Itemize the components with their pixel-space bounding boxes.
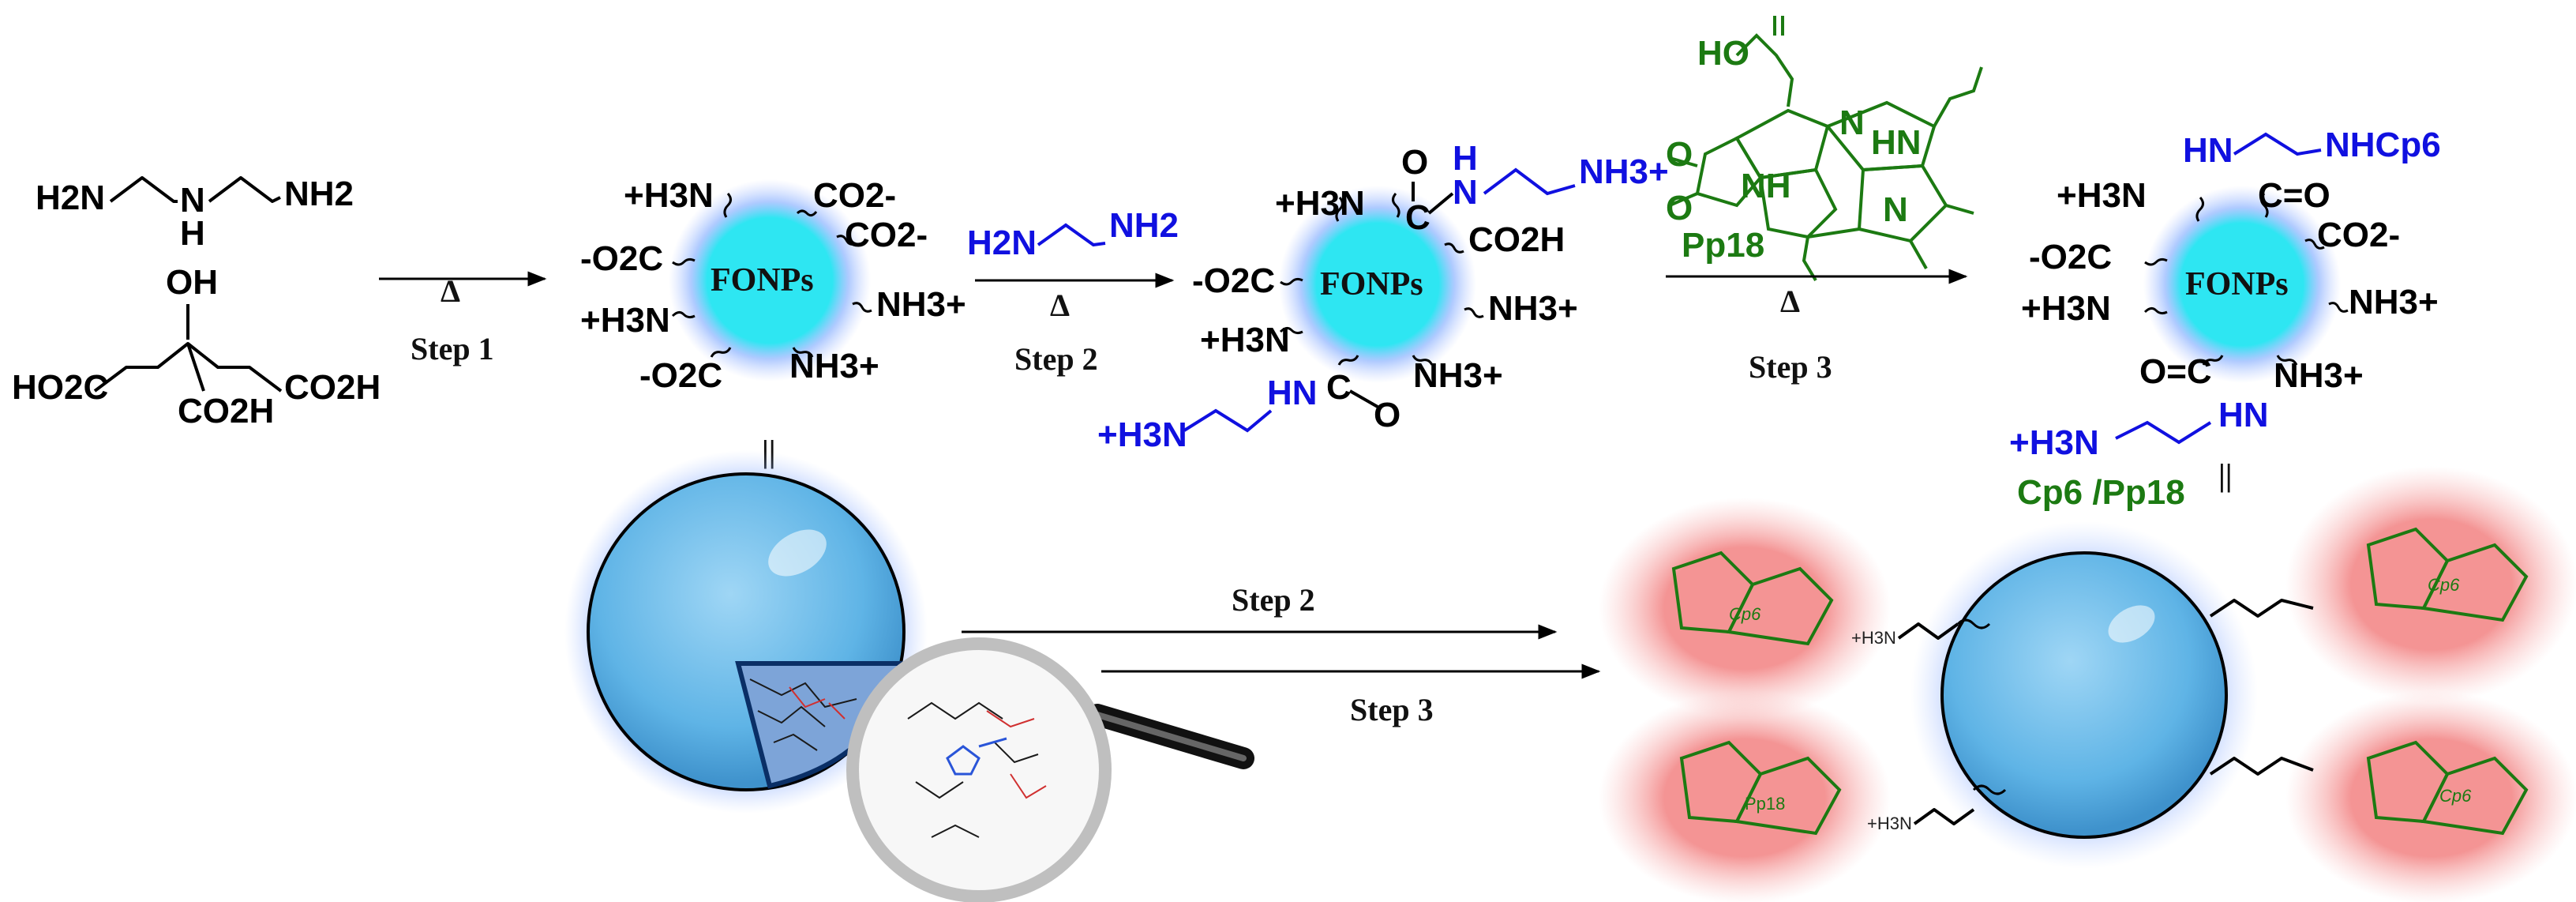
step2-arrow-group: H2N NH2 Δ Step 2 xyxy=(967,206,1179,377)
sphere-left-highlight xyxy=(768,529,827,577)
np3-hn-bottom: HN xyxy=(2218,396,2269,434)
np1-o2c-left: -O2C xyxy=(580,239,663,278)
np3-core xyxy=(2143,186,2341,383)
eda-right-label: NH2 xyxy=(1109,206,1179,245)
cp6-glow-bottom-right xyxy=(2285,691,2576,902)
pp18-label-final: Pp18 xyxy=(1745,794,1785,814)
np1-co2-top: CO2- xyxy=(813,176,896,215)
eda-left-label: H2N xyxy=(967,224,1037,262)
np3-h3n-left: +H3N xyxy=(2021,289,2111,328)
nanoparticle-1: FONPs +H3N CO2- CO2- -O2C NH3+ +H3N -O2C… xyxy=(580,176,966,395)
np2-core-label: FONPs xyxy=(1320,266,1423,303)
step2-label-bottom: Step 2 xyxy=(1232,582,1315,618)
nanoparticle-3: FONPs HN NHCp6 +H3N C=O CO2- -O2C NH3+ +… xyxy=(2009,126,2441,512)
nanoparticle-2: FONPs +H3N O C H N NH3+ CO2H -O2C NH3+ +… xyxy=(1097,139,1669,454)
pp18-reagent: HO NH HN N N O O Pp18 xyxy=(1666,16,1983,282)
linker-h3n-a: +H3N xyxy=(1851,628,1896,648)
np3-h3n-chain: +H3N xyxy=(2009,423,2099,462)
np1-h3n-top: +H3N xyxy=(624,176,714,215)
cp6-glow-top-right xyxy=(2285,466,2576,703)
svg-text:C: C xyxy=(1405,198,1430,237)
np1-co2-right: CO2- xyxy=(845,216,928,254)
np2-core xyxy=(1279,186,1476,383)
step1-label: Step 1 xyxy=(411,331,494,366)
hydroxyl-label: OH xyxy=(166,263,218,302)
step3-label: Step 3 xyxy=(1749,349,1832,385)
magnifier xyxy=(846,637,1254,902)
np2-h3n-top: +H3N xyxy=(1275,184,1365,223)
np2-h3n-left: +H3N xyxy=(1200,321,1290,359)
np2-o2c-left: -O2C xyxy=(1192,261,1275,300)
np3-nhcp6: NHCp6 xyxy=(2325,126,2441,164)
amine-right-label: NH2 xyxy=(284,175,354,213)
np3-conj-label: Cp6 /Pp18 xyxy=(2017,473,2185,512)
np2-hn-bottom: HN xyxy=(1267,374,1318,412)
np1-core xyxy=(669,179,871,381)
amine-h-label: H xyxy=(180,214,205,253)
np3-o2c-left: -O2C xyxy=(2029,238,2112,276)
pp18-n2: N xyxy=(1883,190,1908,229)
np2-nh3-top: NH3+ xyxy=(1579,152,1669,191)
np2-nh3-right: NH3+ xyxy=(1488,289,1578,328)
step2-delta: Δ xyxy=(1050,288,1070,323)
svg-text:O: O xyxy=(1666,189,1693,227)
equals-sign-2: || xyxy=(2218,457,2233,493)
pp18-n1: N xyxy=(1839,103,1865,142)
np2-h3n-chain: +H3N xyxy=(1097,415,1187,454)
step3-label-bottom: Step 3 xyxy=(1350,692,1434,727)
acid-center-label: CO2H xyxy=(178,392,274,430)
step1-arrow-group: Δ Step 1 xyxy=(379,271,547,366)
sphere-right xyxy=(1940,551,2228,839)
np3-nh3-right: NH3+ xyxy=(2349,283,2439,321)
step3-arrow-group: Δ Step 3 xyxy=(1666,269,1968,385)
svg-text:O: O xyxy=(1374,396,1400,434)
svg-text:H: H xyxy=(1453,139,1478,178)
np1-h3n-left: +H3N xyxy=(580,301,670,340)
np2-co2h-right: CO2H xyxy=(1468,220,1565,259)
cp6-label-c: Cp6 xyxy=(2439,786,2472,806)
pp18-acid-oh: HO xyxy=(1697,34,1749,73)
acid-left-label: HO2C xyxy=(12,368,108,407)
step1-delta: Δ xyxy=(441,273,460,309)
np1-nh3-right: NH3+ xyxy=(876,285,966,324)
reactant-diethylenetriamine: H2N N H NH2 xyxy=(36,175,354,253)
np1-core-label: FONPs xyxy=(711,262,814,299)
svg-text:C: C xyxy=(1326,368,1352,407)
np3-core-label: FONPs xyxy=(2185,266,2289,303)
pp18-nh1: NH xyxy=(1741,167,1791,205)
amine-left-label: H2N xyxy=(36,179,105,217)
reactant-citric-acid: OH HO2C CO2H CO2H xyxy=(12,263,381,430)
np3-oc-bottom: O=C xyxy=(2139,352,2212,391)
np1-nh3-bottom: NH3+ xyxy=(789,347,879,385)
pp18-nh2: HN xyxy=(1871,123,1922,162)
svg-text:N: N xyxy=(180,181,205,220)
svg-text:O: O xyxy=(1666,135,1693,174)
svg-text:O: O xyxy=(1401,143,1428,182)
step3-delta: Δ xyxy=(1780,284,1800,319)
cp6-label-a: Cp6 xyxy=(1729,604,1761,624)
cp6-label-b: Cp6 xyxy=(2428,575,2460,595)
pp18-label: Pp18 xyxy=(1682,226,1764,265)
np3-h3n-top: +H3N xyxy=(2057,176,2147,215)
np1-o2c-bottom: -O2C xyxy=(639,356,722,395)
nanoparticle-sphere-left xyxy=(564,450,928,814)
cp6-glow-top-left xyxy=(1599,498,1891,719)
pp18-glow-bottom-left xyxy=(1599,691,1891,902)
step2-label: Step 2 xyxy=(1014,341,1098,377)
np3-co2-right: CO2- xyxy=(2317,216,2400,254)
np3-co-top: C=O xyxy=(2258,176,2330,215)
svg-text:N: N xyxy=(1453,173,1478,212)
np2-nh3-bottom: NH3+ xyxy=(1413,356,1503,395)
np3-hn-top: HN xyxy=(2183,131,2233,170)
bottom-arrows: Step 2 Step 3 xyxy=(962,582,1601,727)
linker-h3n-b: +H3N xyxy=(1867,814,1912,833)
magnifier-lens xyxy=(846,637,1112,902)
np3-nh3-bottom: NH3+ xyxy=(2274,356,2364,395)
acid-right-label: CO2H xyxy=(284,368,381,407)
conjugated-nanoparticle: Cp6 Pp18 Cp6 Cp6 +H3N +H3N xyxy=(1599,466,2576,902)
